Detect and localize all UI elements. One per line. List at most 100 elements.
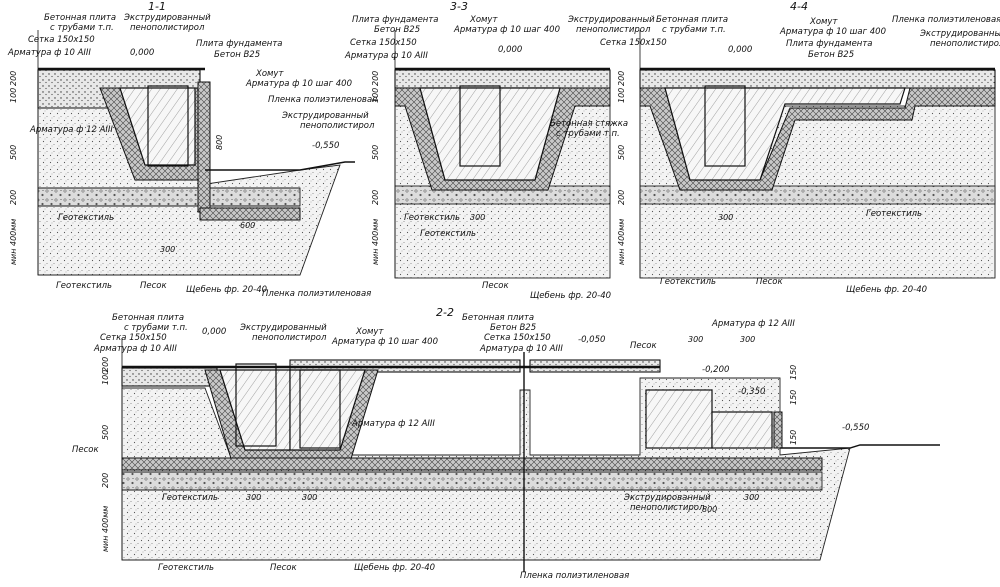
horizontal-eps <box>121 457 823 471</box>
concrete-slab <box>394 69 611 89</box>
label-foundslab: Плита фундамента <box>352 15 439 25</box>
dim-500: 500 <box>371 145 380 160</box>
label-slab2: с трубами т.п. <box>124 323 188 333</box>
label-film: Пленка полиэтиленовая <box>892 15 1000 25</box>
dim-200: 200 <box>371 71 380 86</box>
label-geotex: Геотекстиль <box>866 209 922 219</box>
label-foundslab: Плита фундамента <box>786 39 873 49</box>
dim-300: 300 <box>718 213 733 222</box>
dim-300e: 300 <box>744 493 759 502</box>
label-gravel: Щебень фр. 20-40 <box>186 285 267 295</box>
label-slab: Бетонная плита <box>656 15 728 25</box>
label-concrete: Бетон B25 <box>374 25 420 35</box>
label-slab2: с трубами т.п. <box>662 25 726 35</box>
label-film: Пленка полиэтиленовая <box>268 95 377 105</box>
label-gravel: Щебень фр. 20-40 <box>354 563 435 573</box>
gravel-layer <box>37 187 301 207</box>
label-mesh: Сетка 150х150 <box>350 38 417 48</box>
label-clamp: Хомут <box>809 17 838 27</box>
label-geotex: Геотекстиль <box>404 213 460 223</box>
dim-500: 500 <box>101 425 110 440</box>
dim-600: 600 <box>240 221 255 230</box>
label-screed: Бетонная стяжка <box>550 119 628 129</box>
dim-300c: 300 <box>688 335 703 344</box>
label-eps2: пенополистирол <box>930 39 1000 49</box>
label-mesh2: Сетка 150х150 <box>484 333 551 343</box>
label-sand2: Песок <box>270 563 297 573</box>
label-sand: Песок <box>756 277 783 287</box>
label-clampbar: Арматура ф 10 шаг 400 <box>779 27 886 37</box>
label-eps2: пенополистирол <box>130 23 205 33</box>
dim-300: 300 <box>160 245 175 254</box>
section-title: 3-3 <box>450 0 468 13</box>
dim-150b: 150 <box>789 390 798 405</box>
dim-200: 200 <box>617 71 626 86</box>
dim-100: 100 <box>9 88 18 103</box>
grade-line <box>205 161 355 171</box>
label-rebar12b: Арматура ф 12 AIII <box>351 419 435 429</box>
clamp-outline <box>299 369 341 449</box>
label-level0: 0,000 <box>498 45 522 55</box>
dim-200b: 200 <box>101 473 110 488</box>
dim-500: 500 <box>9 145 18 160</box>
label-geotex2: Геотекстиль <box>158 563 214 573</box>
section-4-4: 4-4 100 200 500 200 мин 400мм 300 Бетонн… <box>600 0 1000 295</box>
label-slab: Бетонная плита <box>44 13 116 23</box>
dim-300: 300 <box>470 213 485 222</box>
dim-200b: 200 <box>9 190 18 205</box>
clamp-outline <box>704 85 746 167</box>
label-level0: 0,000 <box>130 48 154 58</box>
label-level0: 0,000 <box>202 327 226 337</box>
label-eps: Экструдированный <box>239 323 327 333</box>
label-mesh: Сетка 150х150 <box>28 35 95 45</box>
step-foundation <box>711 411 773 449</box>
dim-300a: 300 <box>246 493 261 502</box>
label-clampbar: Арматура ф 10 шаг 400 <box>331 337 438 347</box>
label-rebar10: Арматура ф 10 AIII <box>7 48 91 58</box>
section-1-1: 1-1 100 200 500 200 мин 400мм 800 300 60… <box>7 0 377 299</box>
dim-min: мин 400мм <box>101 506 110 552</box>
label-eps2: пенополистирол <box>252 333 327 343</box>
label-geotex2: Геотекстиль <box>660 277 716 287</box>
dim-200b: 200 <box>617 190 626 205</box>
section-title: 4-4 <box>790 0 808 13</box>
label-rebar10b: Арматура ф 10 AIII <box>479 344 563 354</box>
horizontal-eps <box>199 207 301 221</box>
foundation-core <box>419 87 561 181</box>
vertical-eps <box>197 81 211 213</box>
label-clamp: Хомут <box>469 15 498 25</box>
label-clampbar: Арматура ф 10 шаг 400 <box>245 79 352 89</box>
label-eps4: пенополистирол <box>300 121 375 131</box>
label-level550: -0,550 <box>842 423 869 433</box>
dim-100: 100 <box>101 370 110 385</box>
label-sandL: Песок <box>72 445 99 455</box>
label-eps3: Экструдированный <box>623 493 711 503</box>
label-rebar12: Арматура ф 12 AIII <box>29 125 113 135</box>
step-foundation <box>645 389 713 449</box>
label-eps2: пенополистирол <box>576 25 651 35</box>
clamp-outline <box>459 85 501 167</box>
label-level200: -0,200 <box>702 365 729 375</box>
label-clampbar: Арматура ф 10 шаг 400 <box>453 25 560 35</box>
dim-min: мин 400мм <box>617 219 626 265</box>
dim-min: мин 400мм <box>371 219 380 265</box>
label-eps4: пенополистирол <box>630 503 705 513</box>
label-screed2: с трубами т.п. <box>556 129 620 139</box>
section-2-2: 2-2 100 200 500 200 мин 400мм 300 300 30… <box>72 306 940 581</box>
dim-300b: 300 <box>302 493 317 502</box>
section-3-3: 3-3 100 200 500 200 мин 400мм 300 Плита … <box>344 0 655 301</box>
step-eps <box>773 411 783 449</box>
label-mesh: Сетка 150х150 <box>600 38 667 48</box>
label-concrete: Бетон B25 <box>808 50 854 60</box>
dim-300d: 300 <box>740 335 755 344</box>
label-eps3: Экструдированный <box>281 111 369 121</box>
dim-150c: 150 <box>789 430 798 445</box>
label-rebar10: Арматура ф 10 AIII <box>93 344 177 354</box>
label-film: Пленка полиэтиленовая <box>520 571 629 581</box>
label-clamp: Хомут <box>355 327 384 337</box>
label-eps: Экструдированный <box>567 15 655 25</box>
label-sand: Песок <box>482 281 509 291</box>
label-slab: Бетонная плита <box>112 313 184 323</box>
label-clamp: Хомут <box>255 69 284 79</box>
